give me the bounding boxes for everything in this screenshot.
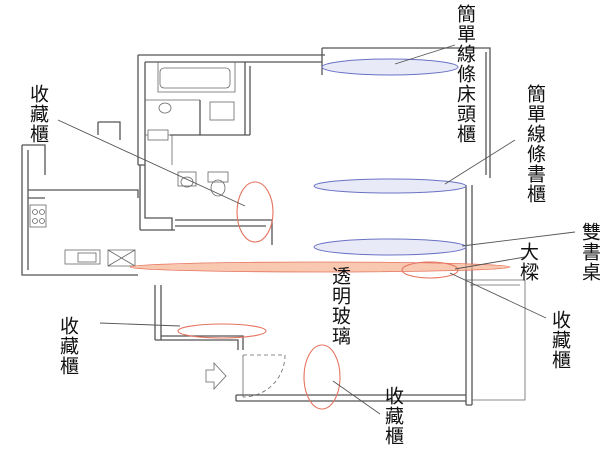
bookcase-marker [313, 178, 467, 194]
double-desk-marker [313, 238, 467, 256]
label-double-desk: 雙書桌 [579, 222, 600, 282]
label-storage-right: 收藏櫃 [549, 310, 571, 370]
storage-left-marker [177, 323, 267, 339]
storage-bottom-marker [303, 344, 341, 410]
transparent-glass-marker [129, 261, 511, 273]
floor-plan-walls [21, 47, 526, 406]
storage-top-left-marker [236, 181, 274, 243]
label-storage-top-left: 收藏櫃 [27, 84, 49, 144]
label-beam: 大樑 [517, 242, 539, 282]
markers [129, 58, 511, 410]
beam-marker [401, 261, 459, 279]
headboard-marker [321, 58, 459, 76]
entrance-arrow-icon [205, 361, 227, 391]
label-storage-bottom: 收藏櫃 [382, 386, 404, 446]
label-simple-headboard: 簡單線條床頭櫃 [454, 4, 476, 144]
label-transparent-glass: 透明玻璃 [329, 266, 351, 346]
leader-lines [57, 44, 576, 415]
label-storage-left: 收藏櫃 [57, 316, 79, 376]
label-simple-bookcase: 簡單線條書櫃 [524, 84, 546, 204]
